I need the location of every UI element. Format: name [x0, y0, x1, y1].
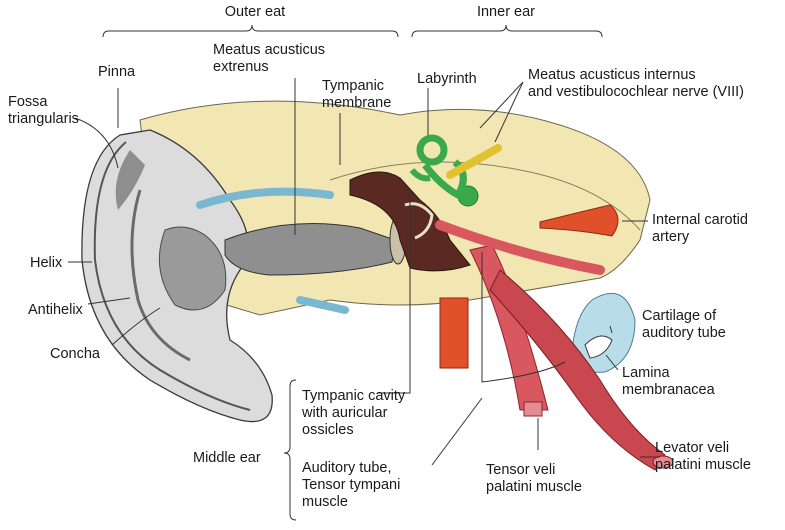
meatus-externus-label: Meatus acusticus extrenus	[213, 42, 326, 75]
outer-ear-bracket	[102, 24, 399, 38]
antihelix-fold	[130, 189, 191, 362]
inner-ear-bracket	[411, 24, 603, 38]
internal-carotid-label: Internal carotid artery	[652, 212, 748, 245]
tensor-tympani-shape	[435, 220, 605, 275]
inner-ear-heading: Inner ear	[476, 4, 536, 20]
leader-meatus-internus-a	[479, 81, 524, 129]
meatus-internus-label: Meatus acusticus internus and vestibuloc…	[528, 67, 744, 100]
middle-ear-bracket	[283, 379, 297, 521]
internal-carotid-vertical	[439, 297, 469, 369]
leader-fossa	[74, 117, 119, 169]
lamina-membranacea-shape	[584, 335, 613, 359]
tympanic-membrane-label: Tympanic membrane	[322, 78, 392, 111]
concha-label: Concha	[50, 346, 100, 362]
tympanic-cavity-label: Tympanic cavity with auricular ossicles	[302, 388, 406, 438]
leader-tympanic-cavity	[378, 192, 411, 394]
fossa-triangularis-label: Fossa triangularis	[8, 94, 79, 127]
pinna-label: Pinna	[98, 64, 136, 80]
leader-cartilage	[609, 325, 613, 334]
vestibulocochlear-nerve	[446, 144, 502, 179]
ossicles	[404, 202, 434, 240]
levator-veli-palatini-label: Levator veli palatini muscle	[655, 440, 751, 473]
external-meatus	[224, 223, 396, 276]
meatus-cartilage-bottom	[296, 296, 349, 314]
leader-antihelix	[87, 297, 131, 305]
labyrinth-label: Labyrinth	[417, 71, 477, 87]
leader-auditory-tube	[481, 252, 566, 383]
temporal-bone-ridge	[329, 161, 641, 231]
concha-bowl	[158, 226, 227, 311]
internal-carotid-horizontal	[539, 204, 619, 237]
helix-rim	[93, 141, 251, 411]
helix-label: Helix	[30, 255, 63, 271]
auditory-tube-label: Auditory tube, Tensor tympani muscle	[302, 460, 401, 510]
lamina-membranacea-label: Lamina membranacea	[622, 365, 715, 398]
levator-veli-end	[652, 455, 674, 469]
tensor-veli-palatini-label: Tensor veli palatini muscle	[486, 462, 582, 495]
fossa-triangularis-shape	[115, 150, 145, 210]
leader-lamina	[605, 354, 619, 371]
middle-ear-heading: Middle ear	[193, 450, 261, 466]
leader-auditory-tube-down	[431, 397, 483, 466]
tensor-veli-tendon	[523, 401, 543, 417]
leader-meatus-internus-b	[494, 81, 524, 143]
leader-concha	[111, 307, 161, 346]
leader-lines	[68, 78, 660, 466]
cartilage-auditory-tube-label: Cartilage of auditory tube	[642, 308, 726, 341]
outer-ear-heading: Outer eat	[224, 4, 286, 20]
antihelix-label: Antihelix	[28, 302, 83, 318]
meatus-cartilage-top	[196, 187, 334, 209]
